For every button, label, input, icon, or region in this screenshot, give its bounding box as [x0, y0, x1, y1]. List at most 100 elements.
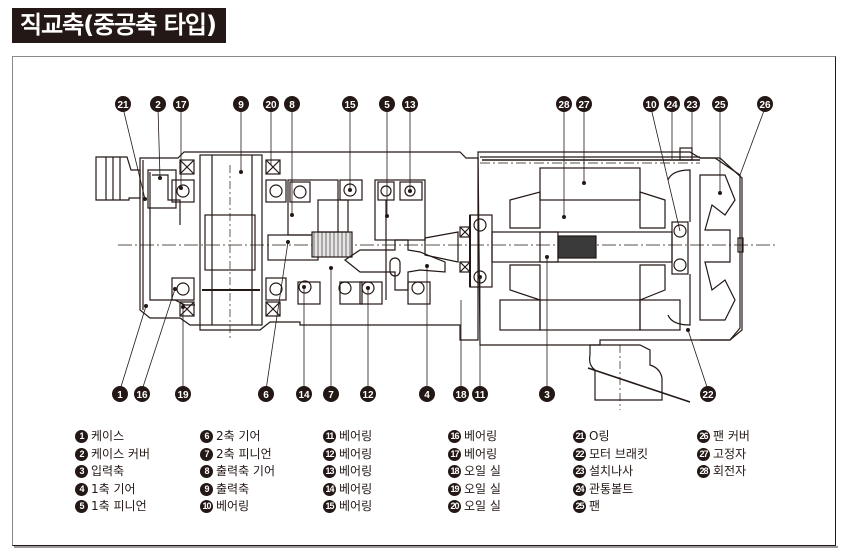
legend-number: 13 — [323, 465, 336, 479]
svg-text:23: 23 — [686, 100, 698, 111]
legend-number: 25 — [573, 500, 586, 514]
svg-text:17: 17 — [175, 100, 187, 111]
legend-number: 23 — [573, 465, 586, 479]
bearing-10 — [671, 221, 689, 275]
legend-number: 24 — [573, 482, 586, 496]
callout-11: 11 — [472, 386, 488, 402]
callout-21: 21 — [115, 96, 131, 112]
legend-number: 1 — [75, 430, 88, 444]
legend-label: 출력축 — [216, 481, 250, 496]
svg-text:18: 18 — [455, 390, 467, 401]
legend-label: 베어링 — [339, 464, 373, 478]
mounting-flange — [95, 156, 141, 201]
svg-text:6: 6 — [263, 390, 269, 401]
bearing-14 — [297, 281, 321, 305]
callout-25: 25 — [712, 96, 728, 112]
legend-label: 회전자 — [713, 464, 747, 478]
callout-3: 3 — [539, 386, 555, 402]
legend-label: 모터 브래킷 — [589, 446, 649, 461]
callout-14: 14 — [296, 386, 312, 402]
legend-label: O링 — [589, 429, 610, 443]
callout-9: 9 — [233, 96, 249, 112]
legend-number: 6 — [200, 430, 213, 444]
svg-text:13: 13 — [404, 100, 416, 111]
legend-number: 26 — [697, 430, 710, 444]
callout-22: 22 — [700, 386, 716, 402]
callouts-top: 21 2 17 9 20 8 15 5 13 28 27 10 24 23 25… — [115, 96, 773, 112]
legend-label: 관통볼트 — [589, 481, 634, 496]
legend-label: 베어링 — [464, 429, 498, 443]
bearing-15 — [339, 179, 363, 201]
svg-text:7: 7 — [328, 390, 334, 401]
legend-number: 11 — [323, 430, 336, 444]
legend-label: 케이스 — [91, 429, 125, 443]
terminal-box — [588, 344, 663, 401]
legend-number: 14 — [323, 482, 336, 496]
legend-number: 18 — [448, 465, 461, 479]
legend-label: 베어링 — [339, 499, 373, 513]
legend-label: 베어링 — [339, 429, 373, 443]
legend-number: 21 — [573, 430, 586, 444]
second-axis-gear — [267, 234, 319, 261]
legend-label: 입력축 — [91, 464, 125, 478]
svg-text:4: 4 — [424, 390, 430, 401]
svg-text:10: 10 — [645, 100, 657, 111]
callout-23: 23 — [684, 96, 700, 112]
svg-text:5: 5 — [384, 100, 390, 111]
legend-label: 2축 피니언 — [216, 446, 272, 461]
callout-2: 2 — [150, 96, 166, 112]
callout-28: 28 — [556, 96, 572, 112]
legend-number: 7 — [200, 447, 213, 461]
legend-number: 20 — [448, 500, 461, 514]
legend-label: 베어링 — [339, 481, 373, 496]
svg-text:14: 14 — [298, 390, 310, 401]
callout-16: 16 — [134, 386, 150, 402]
bearing-17 — [171, 179, 195, 203]
legend-number: 8 — [200, 465, 213, 479]
legend-label: 팬 커버 — [713, 429, 750, 443]
callout-12: 12 — [360, 386, 376, 402]
svg-text:27: 27 — [578, 100, 590, 111]
mounting-screw — [679, 147, 693, 161]
svg-text:24: 24 — [666, 100, 678, 111]
case-outline — [139, 151, 479, 341]
svg-text:19: 19 — [177, 390, 189, 401]
callout-7: 7 — [323, 386, 339, 402]
svg-text:12: 12 — [362, 390, 374, 401]
legend-number: 17 — [448, 447, 461, 461]
legend-label: 베어링 — [464, 446, 498, 461]
callout-27: 27 — [576, 96, 592, 112]
svg-text:1: 1 — [117, 390, 123, 401]
legend-label: 출력축 기어 — [216, 464, 276, 478]
legend-number: 27 — [697, 447, 710, 461]
legend-number: 15 — [323, 500, 336, 514]
page-title: 직교축(중공축 타입) — [12, 8, 226, 43]
legend-number: 12 — [323, 447, 336, 461]
first-axis-gear — [343, 239, 446, 291]
case-cover — [152, 174, 181, 225]
callout-10: 10 — [643, 96, 659, 112]
legend-label: 1축 기어 — [91, 481, 136, 496]
